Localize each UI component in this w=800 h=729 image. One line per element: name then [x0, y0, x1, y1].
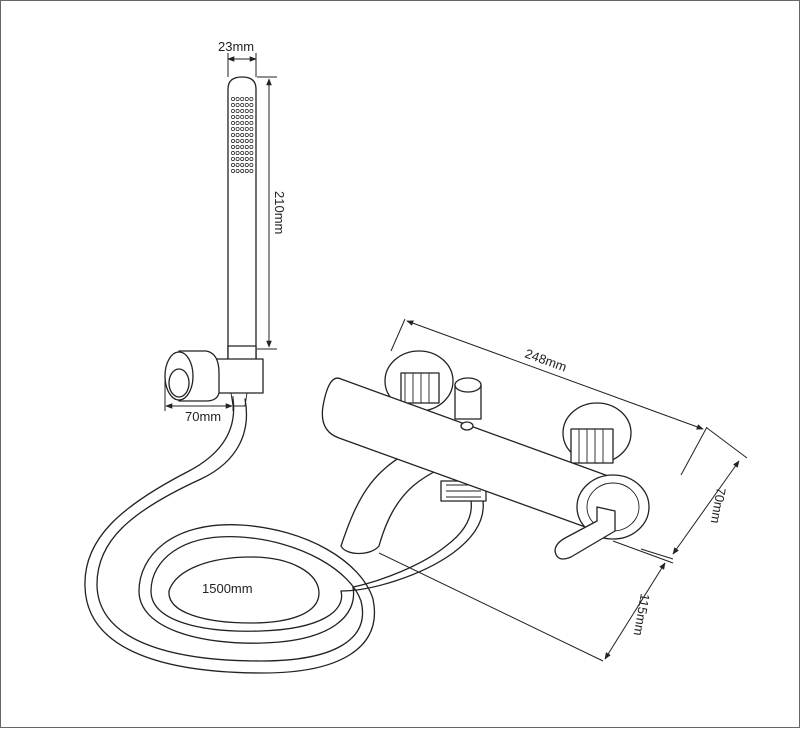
- nozzle-hole: [249, 163, 254, 167]
- nozzle-hole: [240, 103, 245, 107]
- nozzle-hole: [249, 121, 254, 125]
- nozzle-hole: [235, 151, 240, 155]
- nozzle-hole: [235, 163, 240, 167]
- nozzle-hole: [235, 121, 240, 125]
- nozzle-hole: [231, 109, 235, 113]
- mixer-depth-label: 70mm: [708, 486, 729, 524]
- nozzle-hole: [244, 115, 249, 119]
- nozzle-hole: [240, 139, 245, 143]
- holder-width-label: 70mm: [185, 409, 221, 424]
- spout-length-label: 115mm: [631, 592, 653, 636]
- nozzle-hole: [244, 133, 249, 137]
- hose-length-label: 1500mm: [202, 581, 253, 596]
- nozzle-hole: [244, 139, 249, 143]
- nozzle-hole: [249, 145, 254, 149]
- nozzle-hole: [235, 109, 240, 113]
- dimension-spout-length: [378, 540, 674, 662]
- nozzle-hole: [249, 103, 254, 107]
- shower-nozzle-holes: [231, 97, 254, 173]
- nozzle-hole: [231, 103, 235, 107]
- nozzle-hole: [231, 151, 235, 155]
- mixer-width-label: 248mm: [523, 346, 569, 375]
- nozzle-hole: [235, 115, 240, 119]
- shower-width-label: 23mm: [218, 39, 254, 54]
- nozzle-hole: [235, 139, 240, 143]
- nozzle-hole: [244, 127, 249, 131]
- nozzle-hole: [244, 169, 249, 173]
- nozzle-hole: [240, 133, 245, 137]
- nozzle-hole: [249, 127, 254, 131]
- nozzle-hole: [231, 121, 235, 125]
- nozzle-hole: [231, 115, 235, 119]
- nozzle-hole: [244, 145, 249, 149]
- nozzle-hole: [244, 97, 249, 101]
- shower-holder: [164, 350, 264, 407]
- nozzle-hole: [240, 127, 245, 131]
- nozzle-hole: [235, 127, 240, 131]
- dimension-shower-length: [257, 76, 277, 350]
- nozzle-hole: [235, 133, 240, 137]
- nozzle-hole: [249, 151, 254, 155]
- nozzle-hole: [231, 139, 235, 143]
- nozzle-hole: [231, 97, 235, 101]
- nozzle-hole: [240, 121, 245, 125]
- nozzle-hole: [235, 97, 240, 101]
- dimension-mixer-depth: [640, 427, 748, 560]
- nozzle-hole: [244, 121, 249, 125]
- nozzle-hole: [231, 163, 235, 167]
- nozzle-hole: [249, 157, 254, 161]
- nozzle-hole: [231, 157, 235, 161]
- dimension-shower-width: [227, 53, 257, 77]
- nozzle-hole: [244, 151, 249, 155]
- nozzle-hole: [244, 157, 249, 161]
- nozzle-hole: [240, 157, 245, 161]
- nozzle-hole: [231, 127, 235, 131]
- nozzle-hole: [240, 151, 245, 155]
- nozzle-hole: [240, 145, 245, 149]
- nozzle-hole: [235, 145, 240, 149]
- nozzle-hole: [240, 109, 245, 113]
- nozzle-hole: [240, 115, 245, 119]
- shower-length-label: 210mm: [272, 191, 287, 234]
- nozzle-hole: [249, 115, 254, 119]
- nozzle-hole: [249, 169, 254, 173]
- nozzle-hole: [244, 163, 249, 167]
- nozzle-hole: [240, 169, 245, 173]
- nozzle-hole: [249, 133, 254, 137]
- nozzle-hole: [240, 163, 245, 167]
- shower-hose: [84, 398, 484, 674]
- nozzle-hole: [235, 103, 240, 107]
- nozzle-hole: [231, 133, 235, 137]
- hand-shower: [227, 76, 257, 369]
- nozzle-hole: [244, 103, 249, 107]
- dimension-holder-width: [164, 377, 234, 411]
- nozzle-hole: [231, 145, 235, 149]
- nozzle-hole: [249, 109, 254, 113]
- nozzle-hole: [240, 97, 245, 101]
- nozzle-hole: [244, 109, 249, 113]
- nozzle-hole: [235, 169, 240, 173]
- nozzle-hole: [249, 97, 254, 101]
- nozzle-hole: [231, 169, 235, 173]
- nozzle-hole: [235, 157, 240, 161]
- nozzle-hole: [249, 139, 254, 143]
